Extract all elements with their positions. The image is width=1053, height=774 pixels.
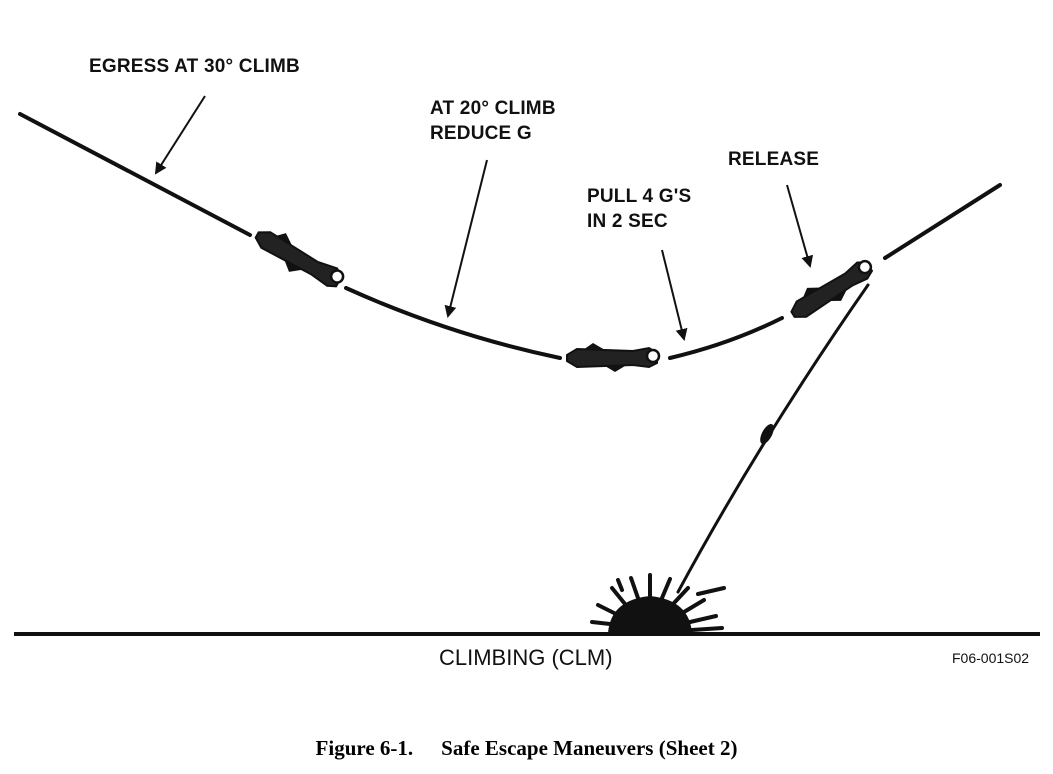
diagram-subtitle: CLIMBING (CLM)	[439, 645, 613, 670]
pull-arrow	[661, 249, 688, 341]
flight-path-segment	[344, 286, 562, 360]
bomb-icon	[760, 424, 774, 444]
release-label: RELEASE	[728, 149, 820, 170]
flight-path-segment	[883, 183, 1002, 260]
figure-caption: Figure 6-1. Safe Escape Maneuvers (Sheet …	[0, 736, 1053, 761]
reduce-g-label-line1: AT 20° CLIMB	[430, 98, 556, 119]
aircraft-icon	[566, 343, 661, 372]
egress-arrow	[154, 95, 206, 175]
bomb-trajectory	[676, 283, 870, 594]
aircraft-icon	[790, 259, 874, 318]
release-arrow	[786, 184, 814, 268]
flight-path-segment	[18, 112, 252, 237]
reduce-arrow	[444, 159, 488, 318]
explosion-icon	[590, 573, 726, 634]
pull-g-label-line2: IN 2 SEC	[587, 211, 668, 232]
figure-title: Safe Escape Maneuvers (Sheet 2)	[441, 736, 738, 760]
egress-label: EGRESS AT 30° CLIMB	[89, 56, 300, 77]
pull-g-label-line1: PULL 4 G'S	[587, 186, 692, 207]
flight-path-segment	[668, 316, 784, 360]
aircraft-icon	[254, 231, 345, 288]
figure-number: Figure 6-1.	[315, 736, 414, 760]
figure-code: F06-001S02	[952, 650, 1030, 666]
reduce-g-label-line2: REDUCE G	[430, 123, 532, 144]
